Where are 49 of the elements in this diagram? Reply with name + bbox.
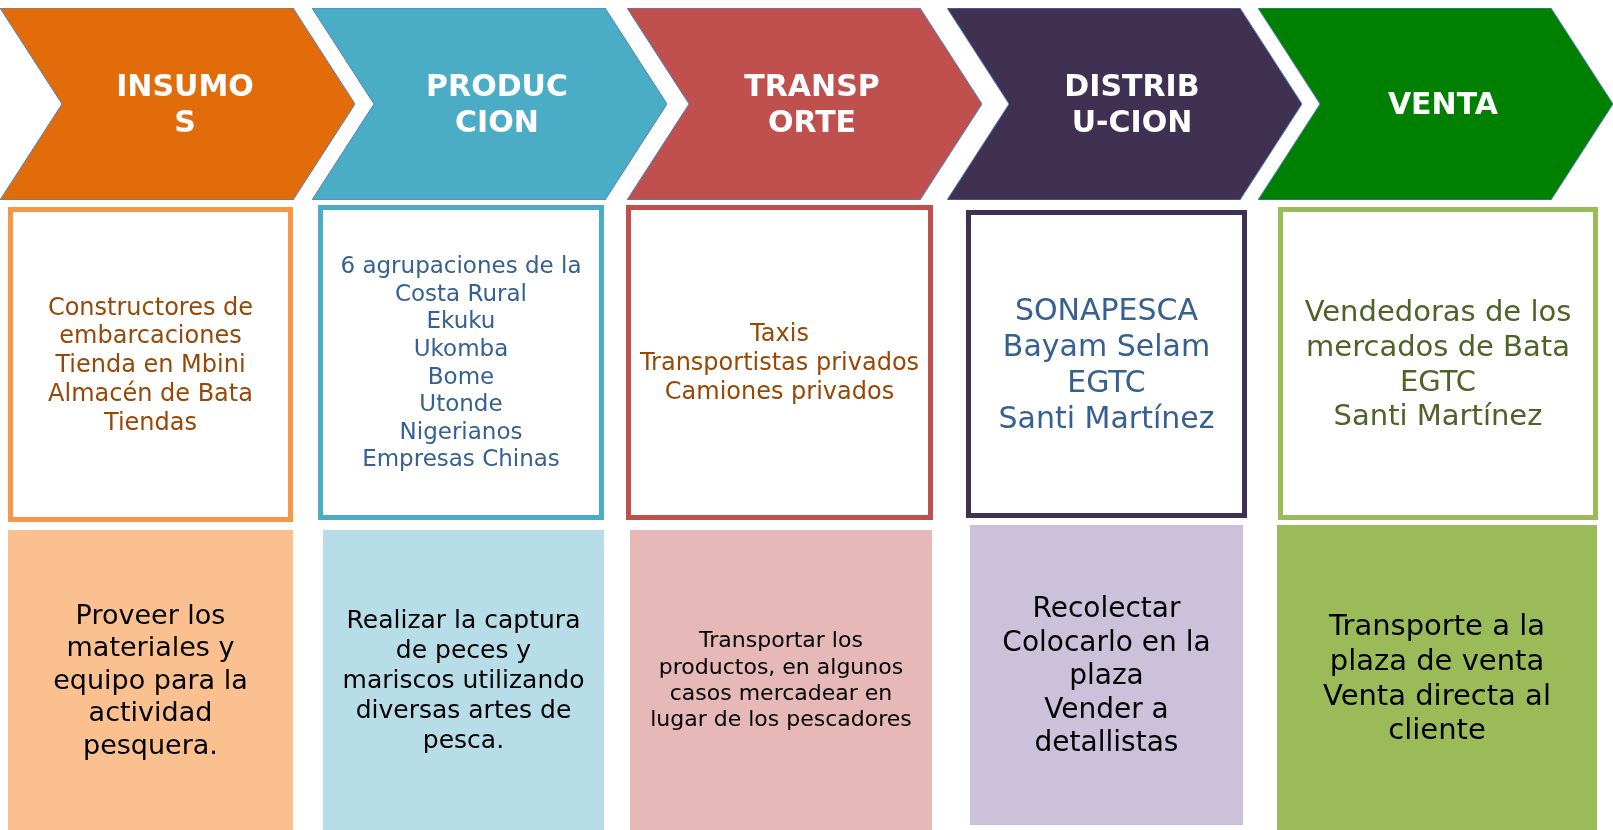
- filled-box: [630, 530, 932, 830]
- activity-description: Venta directa al cliente: [1322, 677, 1552, 748]
- activity-description: Proveer los materiales y equipo para la actividad pesquera.: [52, 599, 249, 761]
- stage-heading: PRODUCCION: [425, 68, 569, 140]
- stage-header-shape: [1258, 8, 1613, 200]
- actor-name: Ukomba: [413, 334, 509, 363]
- actor-name: Bome: [427, 362, 495, 391]
- actor-name: Camiones privados: [664, 376, 895, 406]
- activity-description: Vender a detallistas: [1033, 691, 1180, 759]
- actor-name: Tienda en Mbini: [55, 350, 246, 379]
- actor-name: 6 agrupaciones de la Costa Rural: [339, 252, 583, 308]
- stage-heading: TRANSPORTE: [743, 68, 881, 140]
- activity-description: Colocarlo en la plaza: [1001, 624, 1212, 692]
- outlined-box: [8, 207, 293, 522]
- activity-description: Realizar la captura de peces y mariscos utilizando diversas artes de pesca.: [341, 605, 586, 755]
- stage-heading: DISTRIBU-CION: [1063, 68, 1201, 140]
- actor-name: Constructores de embarcaciones: [46, 292, 255, 351]
- outlined-box: [966, 210, 1247, 518]
- activity-description: Transporte a la plaza de venta: [1328, 607, 1546, 678]
- activity-description: Recolectar: [1032, 591, 1181, 625]
- filled-box: [8, 530, 293, 830]
- stage-header-shape: [0, 8, 355, 200]
- actor-name: Taxis: [750, 319, 809, 349]
- activity-description: Transportar los productos, en algunos casos mercadear en lugar de los pescadores: [649, 627, 913, 733]
- outlined-box: [1278, 207, 1598, 520]
- actor-name: Santi Martínez: [998, 400, 1215, 436]
- stage-header-shape: [312, 8, 667, 200]
- outlined-box: [318, 205, 604, 520]
- actor-name: Almacén de Bata: [48, 378, 253, 408]
- actor-name: SONAPESCA: [1014, 292, 1199, 328]
- actor-name: Nigerianos: [399, 417, 523, 446]
- actor-name: Ekuku: [426, 307, 496, 335]
- actor-name: Vendedoras de los mercados de Bata: [1303, 293, 1573, 364]
- stage-heading: INSUMOS: [115, 68, 255, 140]
- stage-header-shape: [947, 8, 1302, 200]
- actor-name: Utonde: [419, 390, 503, 418]
- actor-name: EGTC: [1400, 363, 1476, 399]
- actor-name: Santi Martínez: [1333, 398, 1543, 434]
- filled-box: [323, 530, 604, 830]
- actor-name: Empresas Chinas: [362, 445, 560, 473]
- stage-header-shape: [627, 8, 982, 200]
- stage-heading: VENTA: [1387, 86, 1499, 122]
- actor-name: Tiendas: [104, 407, 197, 437]
- filled-box: [970, 525, 1243, 825]
- filled-box: [1277, 525, 1597, 830]
- actor-name: EGTC: [1067, 364, 1146, 400]
- actor-name: Bayam Selam: [1002, 328, 1211, 364]
- outlined-box: [626, 205, 933, 520]
- actor-name: Transportistas privados: [639, 348, 920, 377]
